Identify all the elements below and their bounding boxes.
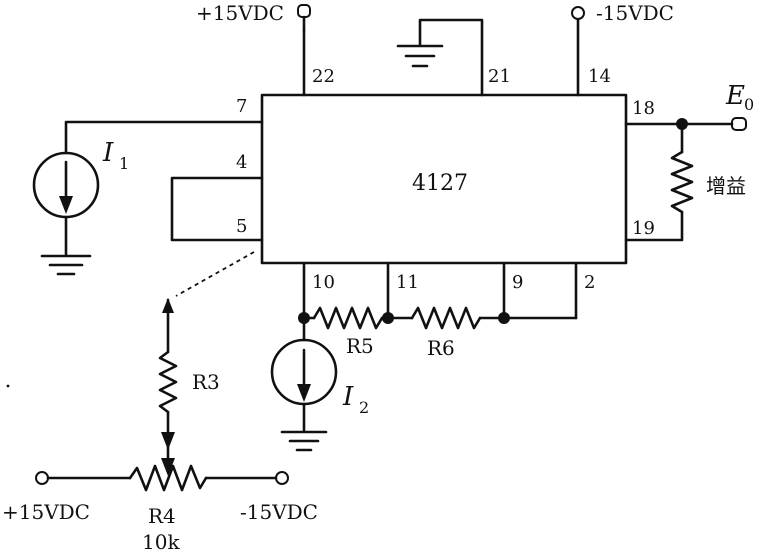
pin-22-label: 22 xyxy=(312,66,335,87)
pin-18-label: 18 xyxy=(632,98,655,119)
pin-2-label: 2 xyxy=(584,272,595,293)
terminal-bottom-positive[interactable] xyxy=(35,471,49,485)
ic-label: 4127 xyxy=(412,171,468,196)
i2-subscript: 2 xyxy=(359,398,369,417)
potentiometer-r4 xyxy=(128,464,208,492)
pin-14-label: 14 xyxy=(588,66,611,87)
label-top-negative: -15VDC xyxy=(596,1,674,25)
wire-pin21-ground xyxy=(418,18,484,97)
r4-value-label: 10k xyxy=(142,530,180,554)
terminal-bottom-negative[interactable] xyxy=(275,471,289,485)
resistor-r6 xyxy=(410,306,482,330)
r4-label: R4 xyxy=(148,504,176,528)
r3-arrow-down xyxy=(161,432,175,450)
r5-label: R5 xyxy=(346,334,374,358)
r3-label: R3 xyxy=(192,370,220,394)
i2-symbol: I xyxy=(342,382,354,412)
terminal-top-positive[interactable] xyxy=(297,4,311,18)
label-bottom-positive: +15VDC xyxy=(2,500,90,524)
output-subscript: 0 xyxy=(744,95,754,114)
terminal-output[interactable] xyxy=(731,117,747,131)
pin-19-label: 19 xyxy=(632,218,655,239)
r4-wiper-arrow xyxy=(161,458,175,476)
junction-pin11 xyxy=(382,312,394,324)
resistor-gain xyxy=(670,150,694,214)
i1-subscript: 1 xyxy=(119,154,129,173)
i2-arrow-head xyxy=(297,384,311,402)
label-bottom-negative: -15VDC xyxy=(240,500,318,524)
stray-mark xyxy=(6,384,10,388)
pin-11-label: 11 xyxy=(396,272,419,293)
i1-arrow-head xyxy=(59,196,73,214)
dashed-link-pin5 xyxy=(175,251,255,297)
pin-9-label: 9 xyxy=(512,272,523,293)
pin-21-label: 21 xyxy=(488,66,511,87)
pin-4-label: 4 xyxy=(236,152,247,173)
junction-pin9 xyxy=(498,312,510,324)
wire-pin7 xyxy=(64,120,264,155)
gain-label: 增益 xyxy=(706,174,746,198)
output-symbol: E xyxy=(725,81,745,111)
pin-10-label: 10 xyxy=(312,272,335,293)
resistor-r5 xyxy=(312,306,384,330)
wire-gain-pin19 xyxy=(624,210,684,242)
r3-arrow-up xyxy=(162,298,174,313)
i1-symbol: I xyxy=(102,138,114,168)
r6-label: R6 xyxy=(427,336,455,360)
label-top-positive: +15VDC xyxy=(196,1,284,25)
terminal-top-negative[interactable] xyxy=(571,6,585,20)
pin-7-label: 7 xyxy=(236,96,247,117)
resistor-r3 xyxy=(158,350,178,414)
pin-5-label: 5 xyxy=(236,216,247,237)
wire-pin4-pin5-short xyxy=(170,176,264,242)
